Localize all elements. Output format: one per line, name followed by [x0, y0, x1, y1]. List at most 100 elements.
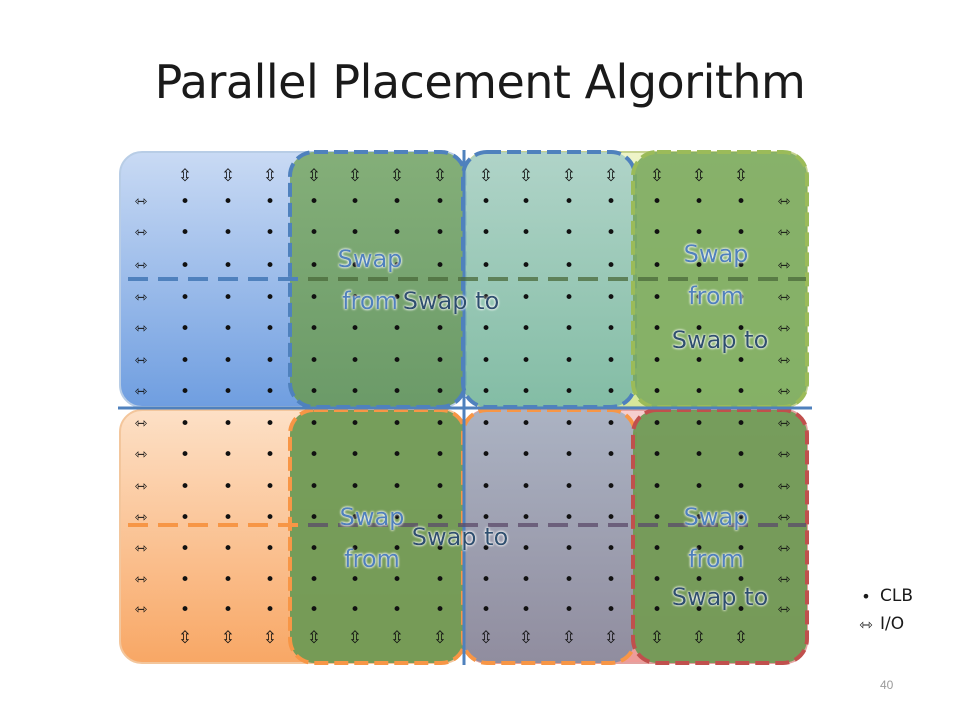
io-pad-left: ⇿ — [135, 223, 148, 241]
clb-dot: • — [521, 445, 531, 465]
clb-dot: • — [180, 256, 190, 276]
clb-dot: • — [180, 382, 190, 402]
clb-dot: • — [265, 351, 275, 371]
clb-dot: • — [521, 477, 531, 497]
clb-dot: • — [564, 382, 574, 402]
clb-dot: • — [392, 223, 402, 243]
clb-dot: • — [392, 351, 402, 371]
clb-dot: • — [309, 223, 319, 243]
io-pad-right: ⇿ — [778, 445, 791, 463]
clb-dot: • — [521, 319, 531, 339]
clb-dot: • — [435, 414, 445, 434]
legend: • CLB ⇿ I/O — [852, 582, 913, 638]
io-pad-bottom: ⇳ — [479, 628, 493, 648]
clb-dot: • — [652, 570, 662, 590]
clb-dot: • — [694, 570, 704, 590]
io-pad-bottom: ⇳ — [734, 628, 748, 648]
clb-dot: • — [265, 256, 275, 276]
clb-dot: • — [521, 508, 531, 528]
clb-dot: • — [521, 288, 531, 308]
clb-dot: • — [606, 319, 616, 339]
clb-dot: • — [180, 288, 190, 308]
clb-dot: • — [481, 570, 491, 590]
swap-from-top-right-line2: from — [688, 282, 744, 310]
clb-dot: • — [736, 351, 746, 371]
clb-dot: • — [564, 414, 574, 434]
clb-dot: • — [521, 256, 531, 276]
clb-dot: • — [481, 319, 491, 339]
clb-dot: • — [521, 351, 531, 371]
legend-io: ⇿ I/O — [852, 610, 913, 638]
clb-dot: • — [223, 570, 233, 590]
clb-dot: • — [736, 600, 746, 620]
swap-to-bottom-right: Swap to — [672, 583, 769, 611]
io-pad-right: ⇿ — [778, 477, 791, 495]
clb-dot: • — [392, 445, 402, 465]
clb-dot: • — [309, 288, 319, 308]
io-pad-left: ⇿ — [135, 192, 148, 210]
clb-dot: • — [265, 600, 275, 620]
clb-dot: • — [223, 477, 233, 497]
clb-icon: • — [861, 586, 871, 606]
clb-dot: • — [350, 288, 360, 308]
clb-dot: • — [652, 223, 662, 243]
legend-clb-label: CLB — [880, 586, 914, 606]
clb-dot: • — [694, 223, 704, 243]
clb-dot: • — [736, 539, 746, 559]
clb-dot: • — [521, 570, 531, 590]
slide-title: Parallel Placement Algorithm — [154, 55, 806, 109]
clb-dot: • — [180, 414, 190, 434]
clb-dot: • — [481, 445, 491, 465]
io-pad-bottom: ⇳ — [650, 628, 664, 648]
clb-dot: • — [606, 382, 616, 402]
clb-dot: • — [265, 477, 275, 497]
clb-dot: • — [694, 539, 704, 559]
clb-dot: • — [564, 445, 574, 465]
clb-dot: • — [564, 539, 574, 559]
clb-dot: • — [694, 288, 704, 308]
clb-dot: • — [350, 256, 360, 276]
io-pad-top: ⇳ — [479, 166, 493, 186]
clb-dot: • — [265, 223, 275, 243]
io-pad-top: ⇳ — [433, 166, 447, 186]
clb-dot: • — [481, 288, 491, 308]
clb-dot: • — [606, 570, 616, 590]
clb-dot: • — [309, 351, 319, 371]
clb-dot: • — [435, 256, 445, 276]
clb-dot: • — [392, 256, 402, 276]
clb-dot: • — [694, 351, 704, 371]
clb-dot: • — [606, 477, 616, 497]
clb-dot: • — [265, 570, 275, 590]
clb-dot: • — [564, 192, 574, 212]
clb-dot: • — [481, 223, 491, 243]
clb-dot: • — [652, 477, 662, 497]
clb-dot: • — [736, 319, 746, 339]
clb-dot: • — [392, 192, 402, 212]
clb-dot: • — [180, 600, 190, 620]
io-pad-left: ⇿ — [135, 508, 148, 526]
clb-dot: • — [265, 192, 275, 212]
clb-dot: • — [435, 192, 445, 212]
clb-dot: • — [652, 351, 662, 371]
io-pad-top: ⇳ — [734, 166, 748, 186]
clb-dot: • — [435, 539, 445, 559]
io-pad-left: ⇿ — [135, 539, 148, 557]
clb-dot: • — [223, 288, 233, 308]
clb-dot: • — [736, 508, 746, 528]
clb-dot: • — [435, 288, 445, 308]
legend-clb: • CLB — [852, 582, 913, 610]
clb-dot: • — [350, 192, 360, 212]
io-pad-right: ⇿ — [778, 223, 791, 241]
io-pad-right: ⇿ — [778, 508, 791, 526]
clb-dot: • — [736, 256, 746, 276]
legend-io-label: I/O — [880, 614, 905, 634]
clb-dot: • — [392, 508, 402, 528]
io-pad-bottom: ⇳ — [263, 628, 277, 648]
io-pad-bottom: ⇳ — [519, 628, 533, 648]
clb-dot: • — [435, 351, 445, 371]
clb-dot: • — [606, 445, 616, 465]
io-pad-top: ⇳ — [692, 166, 706, 186]
io-pad-top: ⇳ — [178, 166, 192, 186]
swap-from-bottom-left-line1: Swap — [340, 503, 405, 531]
